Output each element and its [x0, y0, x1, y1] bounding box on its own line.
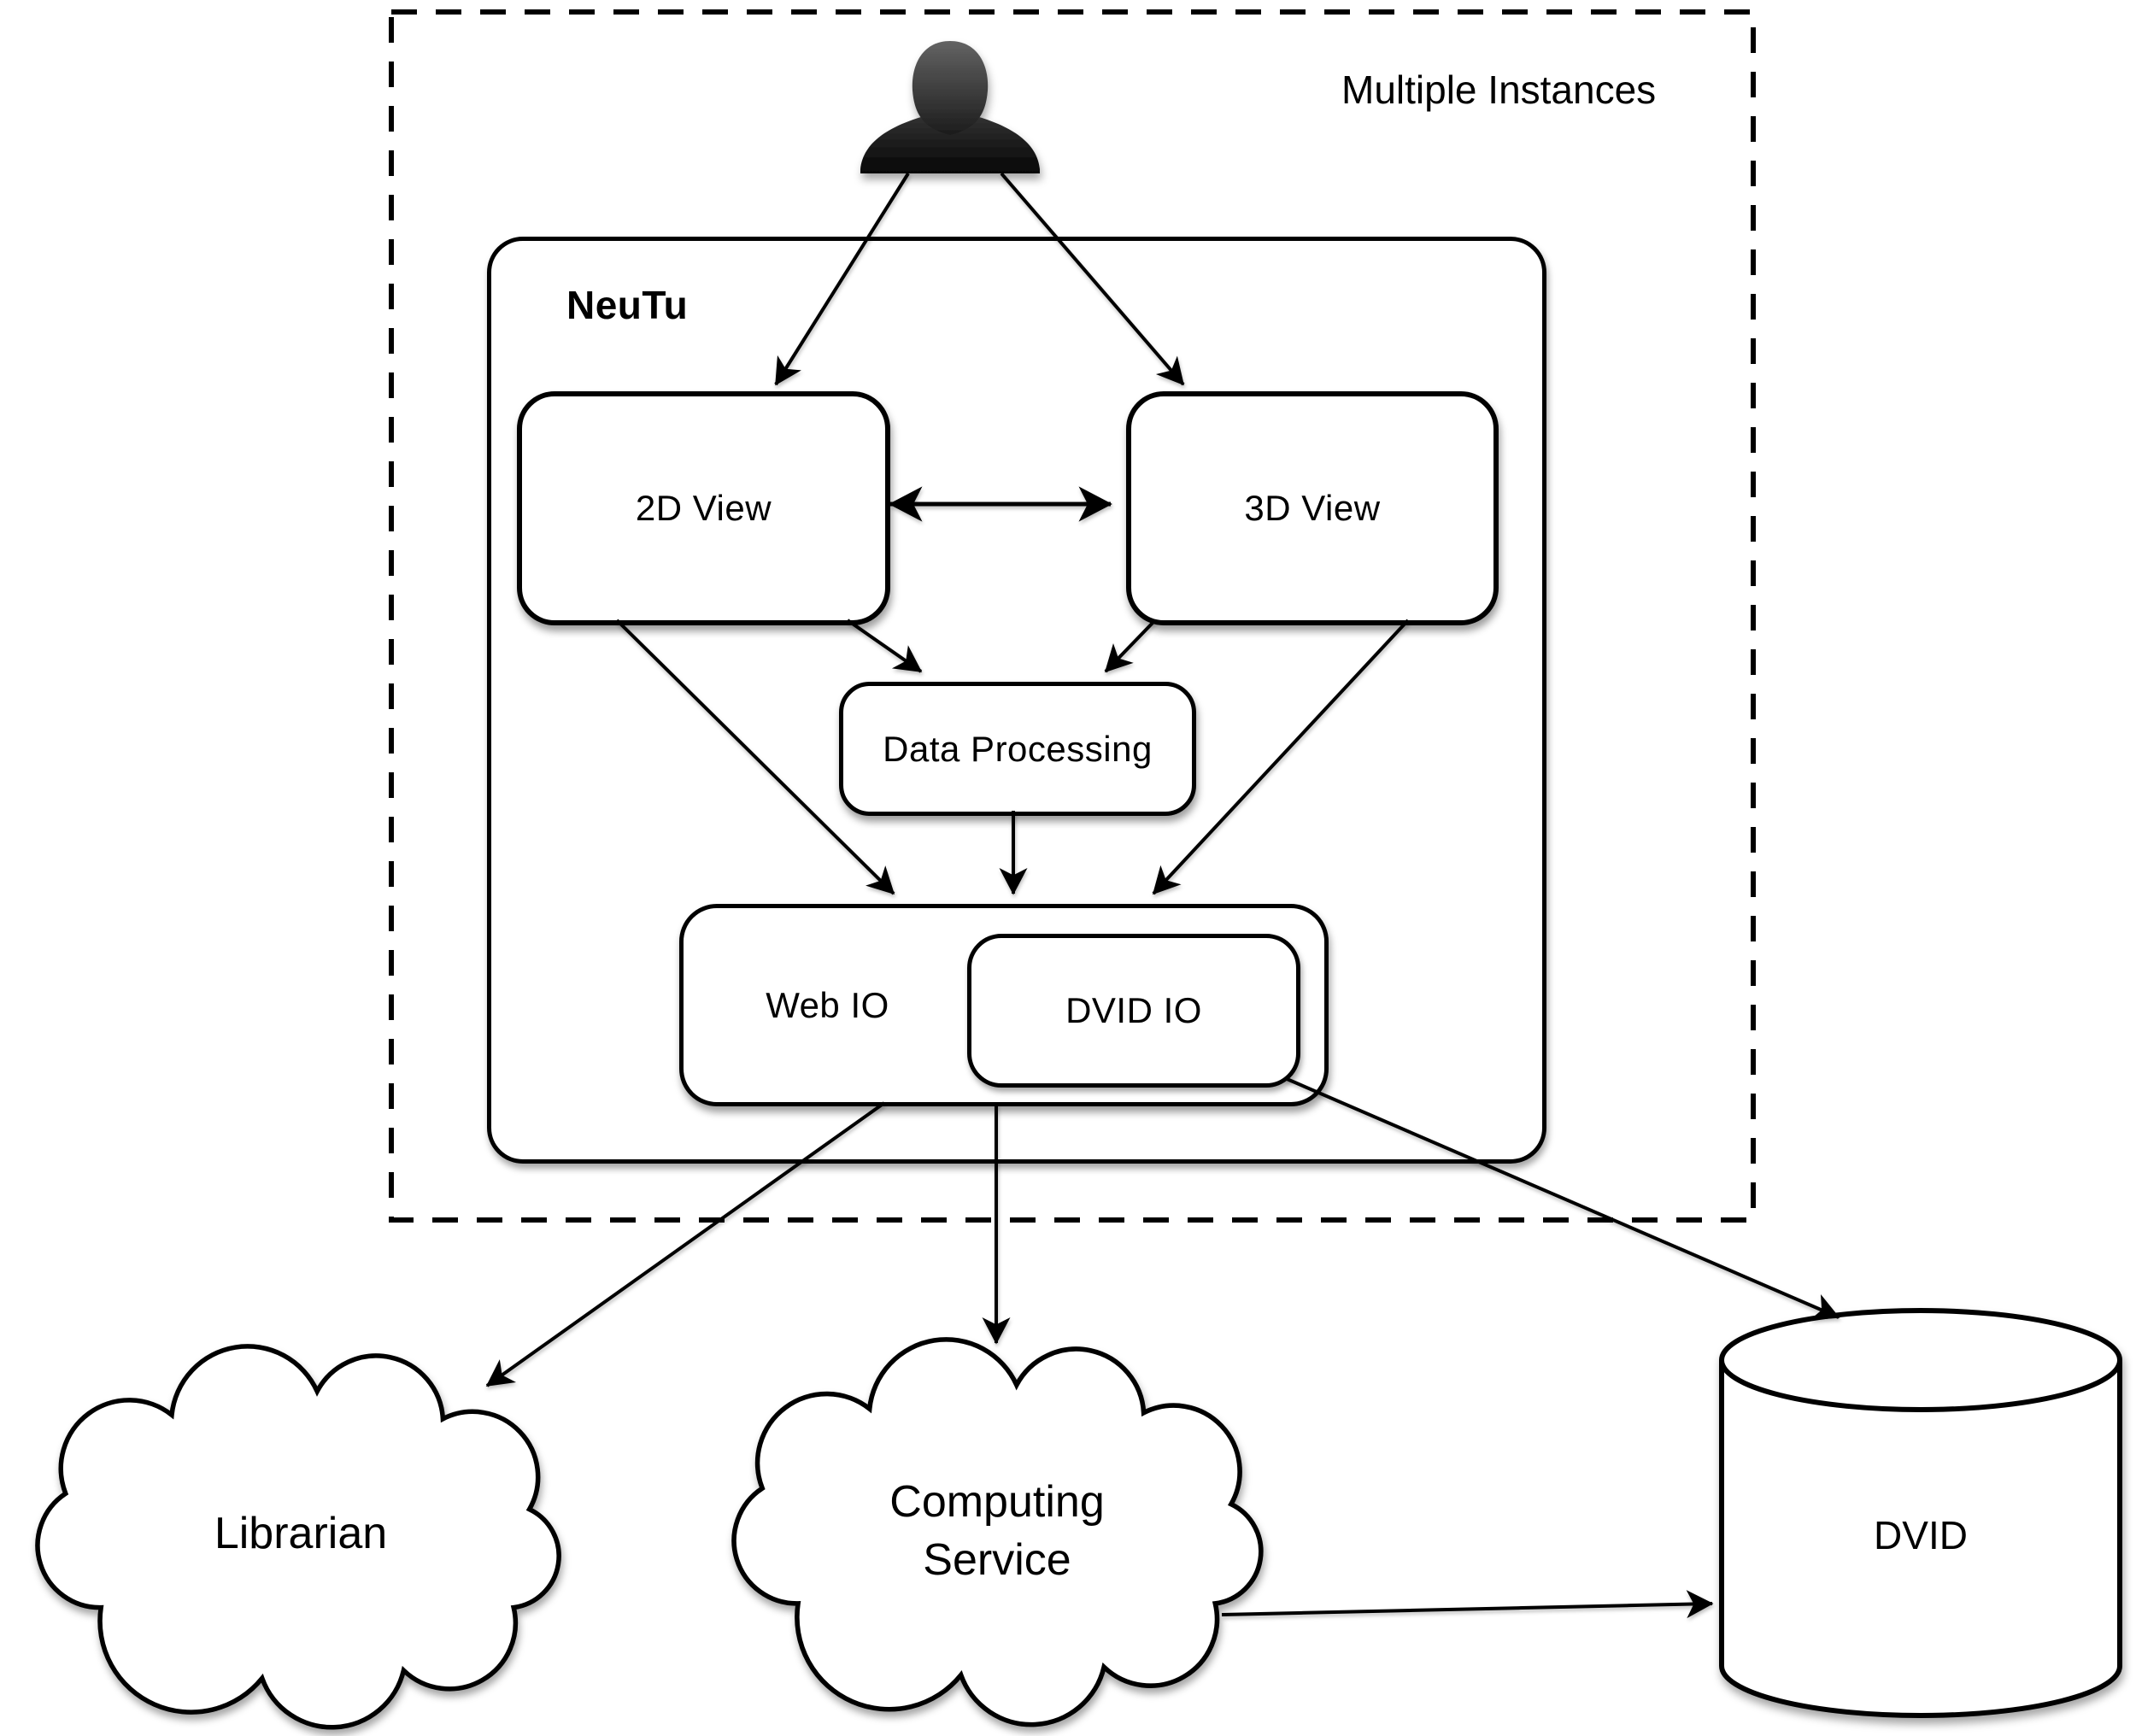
node-2d-view: 2D View [517, 391, 890, 625]
node-3d-view-label: 3D View [1244, 488, 1381, 528]
librarian-label: Librarian [214, 1509, 388, 1558]
node-dvid-io-label: DVID IO [1065, 990, 1202, 1030]
node-data-processing-label: Data Processing [883, 728, 1153, 769]
arrow-computing-service-to-dvid [1221, 1590, 1714, 1619]
user-icon [860, 41, 1040, 173]
node-3d-view: 3D View [1126, 391, 1499, 625]
neutu-label: NeuTu [566, 283, 689, 327]
node-web-io-label: Web IO [766, 984, 889, 1025]
multiple-instances-label: Multiple Instances [1341, 67, 1657, 112]
node-data-processing: Data Processing [839, 682, 1196, 816]
node-2d-view-label: 2D View [635, 488, 772, 528]
computing-service-label: Computing Service [889, 1477, 1105, 1585]
node-dvid-io: DVID IO [967, 934, 1300, 1088]
node-web-io-label-area: Web IO [684, 908, 971, 1102]
dvid-label: DVID [1874, 1513, 1968, 1557]
